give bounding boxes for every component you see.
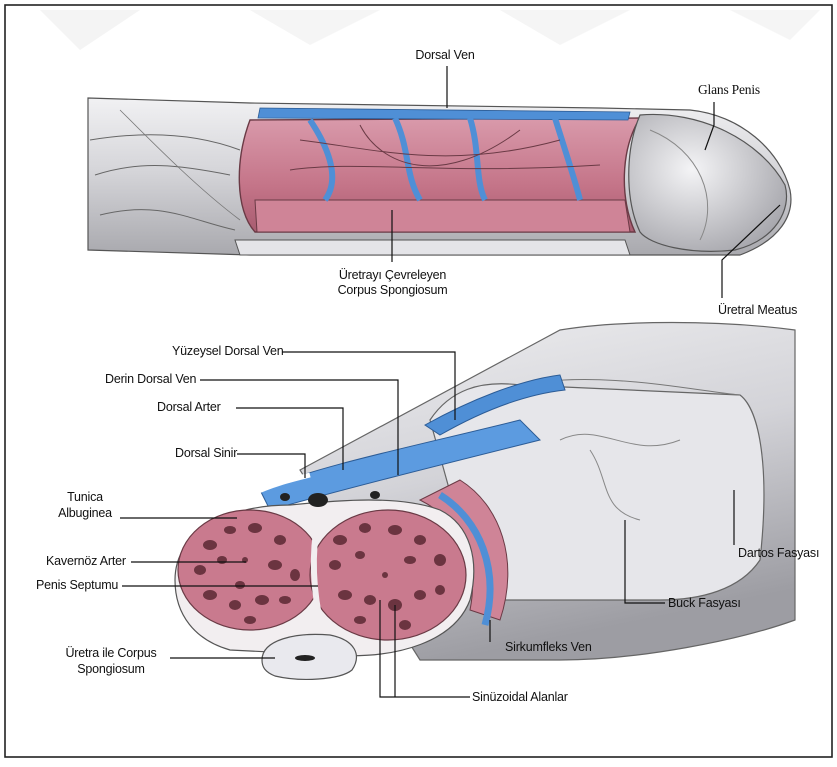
bottom-cross-section-figure <box>175 323 795 680</box>
label-sinuzoidal-alanlar: Sinüzoidal Alanlar <box>472 690 568 705</box>
label-dorsal-sinir: Dorsal Sinir <box>175 446 237 461</box>
label-buck-fasyasi: Buck Fasyası <box>668 596 741 611</box>
top-longitudinal-figure <box>88 98 791 255</box>
watermark-shape <box>500 10 630 45</box>
label-sirkumfleks-ven: Sirkumfleks Ven <box>505 640 592 655</box>
label-uretrayi-line1: Üretrayı Çevreleyen <box>320 268 465 283</box>
label-dorsal-arter: Dorsal Arter <box>157 400 221 415</box>
label-uretra-line2: Spongiosum <box>52 662 170 677</box>
glans-penis <box>629 114 787 251</box>
watermark-shape <box>730 10 820 40</box>
watermark-shape <box>250 10 380 45</box>
label-glans-penis: Glans Penis <box>698 82 760 97</box>
label-uretra-line1: Üretra ile Corpus <box>52 646 170 661</box>
watermark-shape <box>40 10 140 50</box>
label-penis-septumu: Penis Septumu <box>36 578 118 593</box>
label-dorsal-ven: Dorsal Ven <box>395 48 495 63</box>
label-uretral-meatus: Üretral Meatus <box>718 303 797 318</box>
corpus-spongiosum-band <box>255 200 630 232</box>
label-derin-dorsal-ven: Derin Dorsal Ven <box>105 372 196 387</box>
label-kavernoz-arter: Kavernöz Arter <box>46 554 126 569</box>
label-dartos-fasyasi: Dartos Fasyası <box>738 546 819 561</box>
label-tunica-line2: Albuginea <box>52 506 118 521</box>
label-tunica-line1: Tunica <box>52 490 118 505</box>
label-yuzeysel-dorsal-ven: Yüzeysel Dorsal Ven <box>172 344 284 359</box>
label-uretrayi-line2: Corpus Spongiosum <box>320 283 465 298</box>
deep-dorsal-vein-lumen <box>308 493 328 507</box>
